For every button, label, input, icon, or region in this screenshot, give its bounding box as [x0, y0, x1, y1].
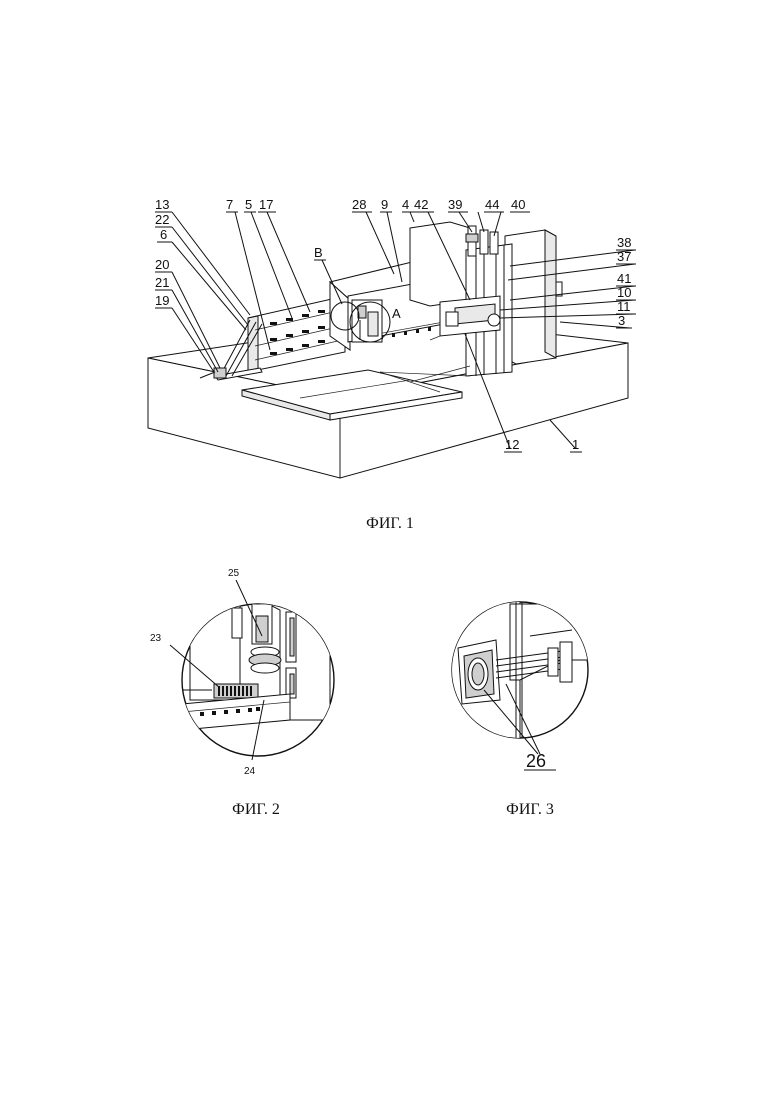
label-5: 5 [245, 197, 252, 212]
label-40: 40 [511, 197, 525, 212]
label-28: 28 [352, 197, 366, 212]
label-21: 21 [155, 275, 169, 290]
label-1: 1 [572, 437, 579, 452]
label-39: 39 [448, 197, 462, 212]
figure-3-detail: 26 ФИГ. 3 [450, 600, 590, 818]
label-17: 17 [259, 197, 273, 212]
label-b: B [314, 245, 323, 260]
figure-2-caption: ФИГ. 2 [232, 801, 280, 818]
figure-3-caption: ФИГ. 3 [506, 801, 554, 818]
label-13: 13 [155, 197, 169, 212]
label-a: A [392, 306, 401, 321]
label-41: 41 [617, 271, 631, 286]
label-9: 9 [381, 197, 388, 212]
label-20: 20 [155, 257, 169, 272]
label-23: 23 [150, 633, 162, 644]
label-19: 19 [155, 293, 169, 308]
label-24: 24 [244, 766, 256, 777]
label-12: 12 [505, 437, 519, 452]
figure-1-caption: ФИГ. 1 [366, 515, 414, 532]
figure-2-detail: 25 23 24 ФИГ. 2 [150, 568, 334, 818]
label-6: 6 [160, 227, 167, 242]
label-44: 44 [485, 197, 499, 212]
label-38: 38 [617, 235, 631, 250]
label-25: 25 [228, 568, 240, 579]
label-22: 22 [155, 212, 169, 227]
label-4: 4 [402, 197, 409, 212]
label-3: 3 [618, 313, 625, 328]
figure-1-machine-drawing: 13 22 6 20 21 19 7 5 17 28 9 4 42 39 44 … [148, 197, 636, 532]
label-26: 26 [526, 751, 546, 771]
label-7: 7 [226, 197, 233, 212]
label-42: 42 [414, 197, 428, 212]
label-10: 10 [617, 285, 631, 300]
tower-block [410, 222, 470, 306]
label-37: 37 [617, 249, 631, 264]
label-11: 11 [617, 299, 631, 314]
